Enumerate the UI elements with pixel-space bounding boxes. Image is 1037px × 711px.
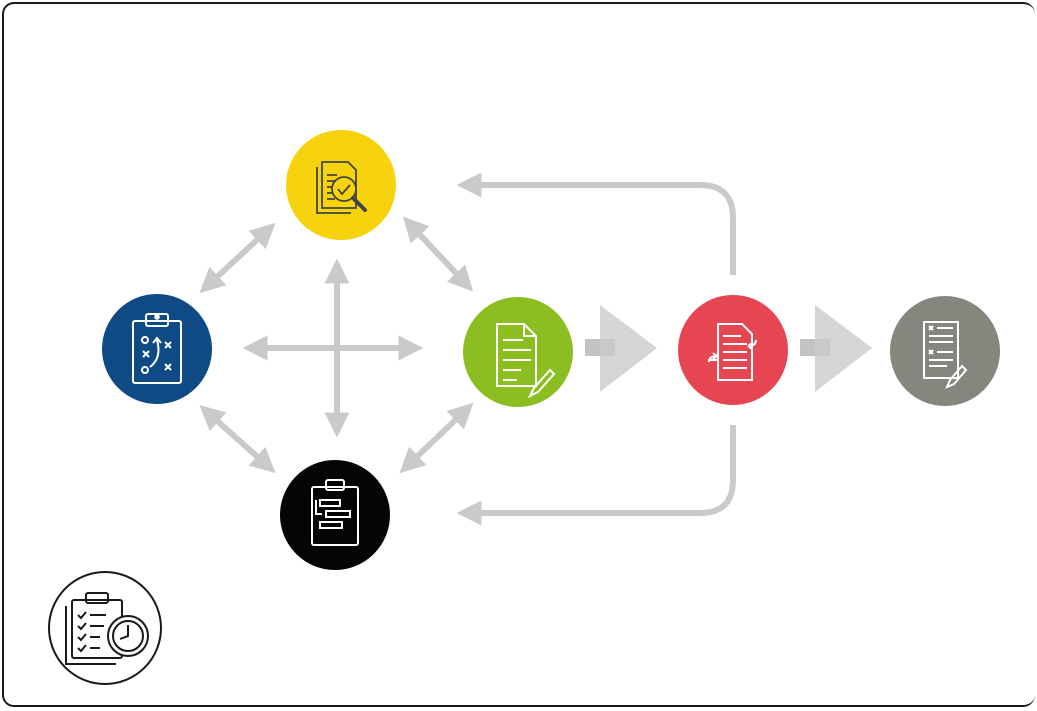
node-exchange (678, 295, 788, 405)
node-draft-circle (463, 297, 573, 407)
arrow-review-draft (402, 216, 474, 292)
clipboard-checklist-clock-icon (65, 592, 149, 665)
node-review (286, 130, 396, 240)
schedule-badge (48, 571, 162, 685)
node-schedule (280, 460, 390, 570)
document-exchange-icon (708, 323, 757, 381)
node-plan (102, 294, 212, 404)
clipboard-gantt-icon (311, 479, 359, 546)
document-edit-icon (496, 323, 556, 399)
connectors (199, 172, 736, 526)
node-draft (463, 297, 573, 407)
document-search-check-icon (316, 161, 367, 214)
flow-chevron-2 (800, 305, 872, 392)
node-plan-circle (102, 294, 212, 404)
arrow-plan-review (199, 222, 276, 294)
loop-arrow-top (456, 172, 736, 275)
document-sign-icon (923, 321, 968, 389)
arrow-draft-schedule (399, 402, 474, 474)
loop-arrow-bottom (456, 425, 736, 526)
node-schedule-circle (280, 460, 390, 570)
arrow-plan-schedule (199, 404, 276, 474)
flow-chevron-1 (585, 305, 657, 392)
node-exchange-circle (678, 295, 788, 405)
clipboard-strategy-icon (132, 313, 182, 384)
node-final (890, 296, 1000, 406)
